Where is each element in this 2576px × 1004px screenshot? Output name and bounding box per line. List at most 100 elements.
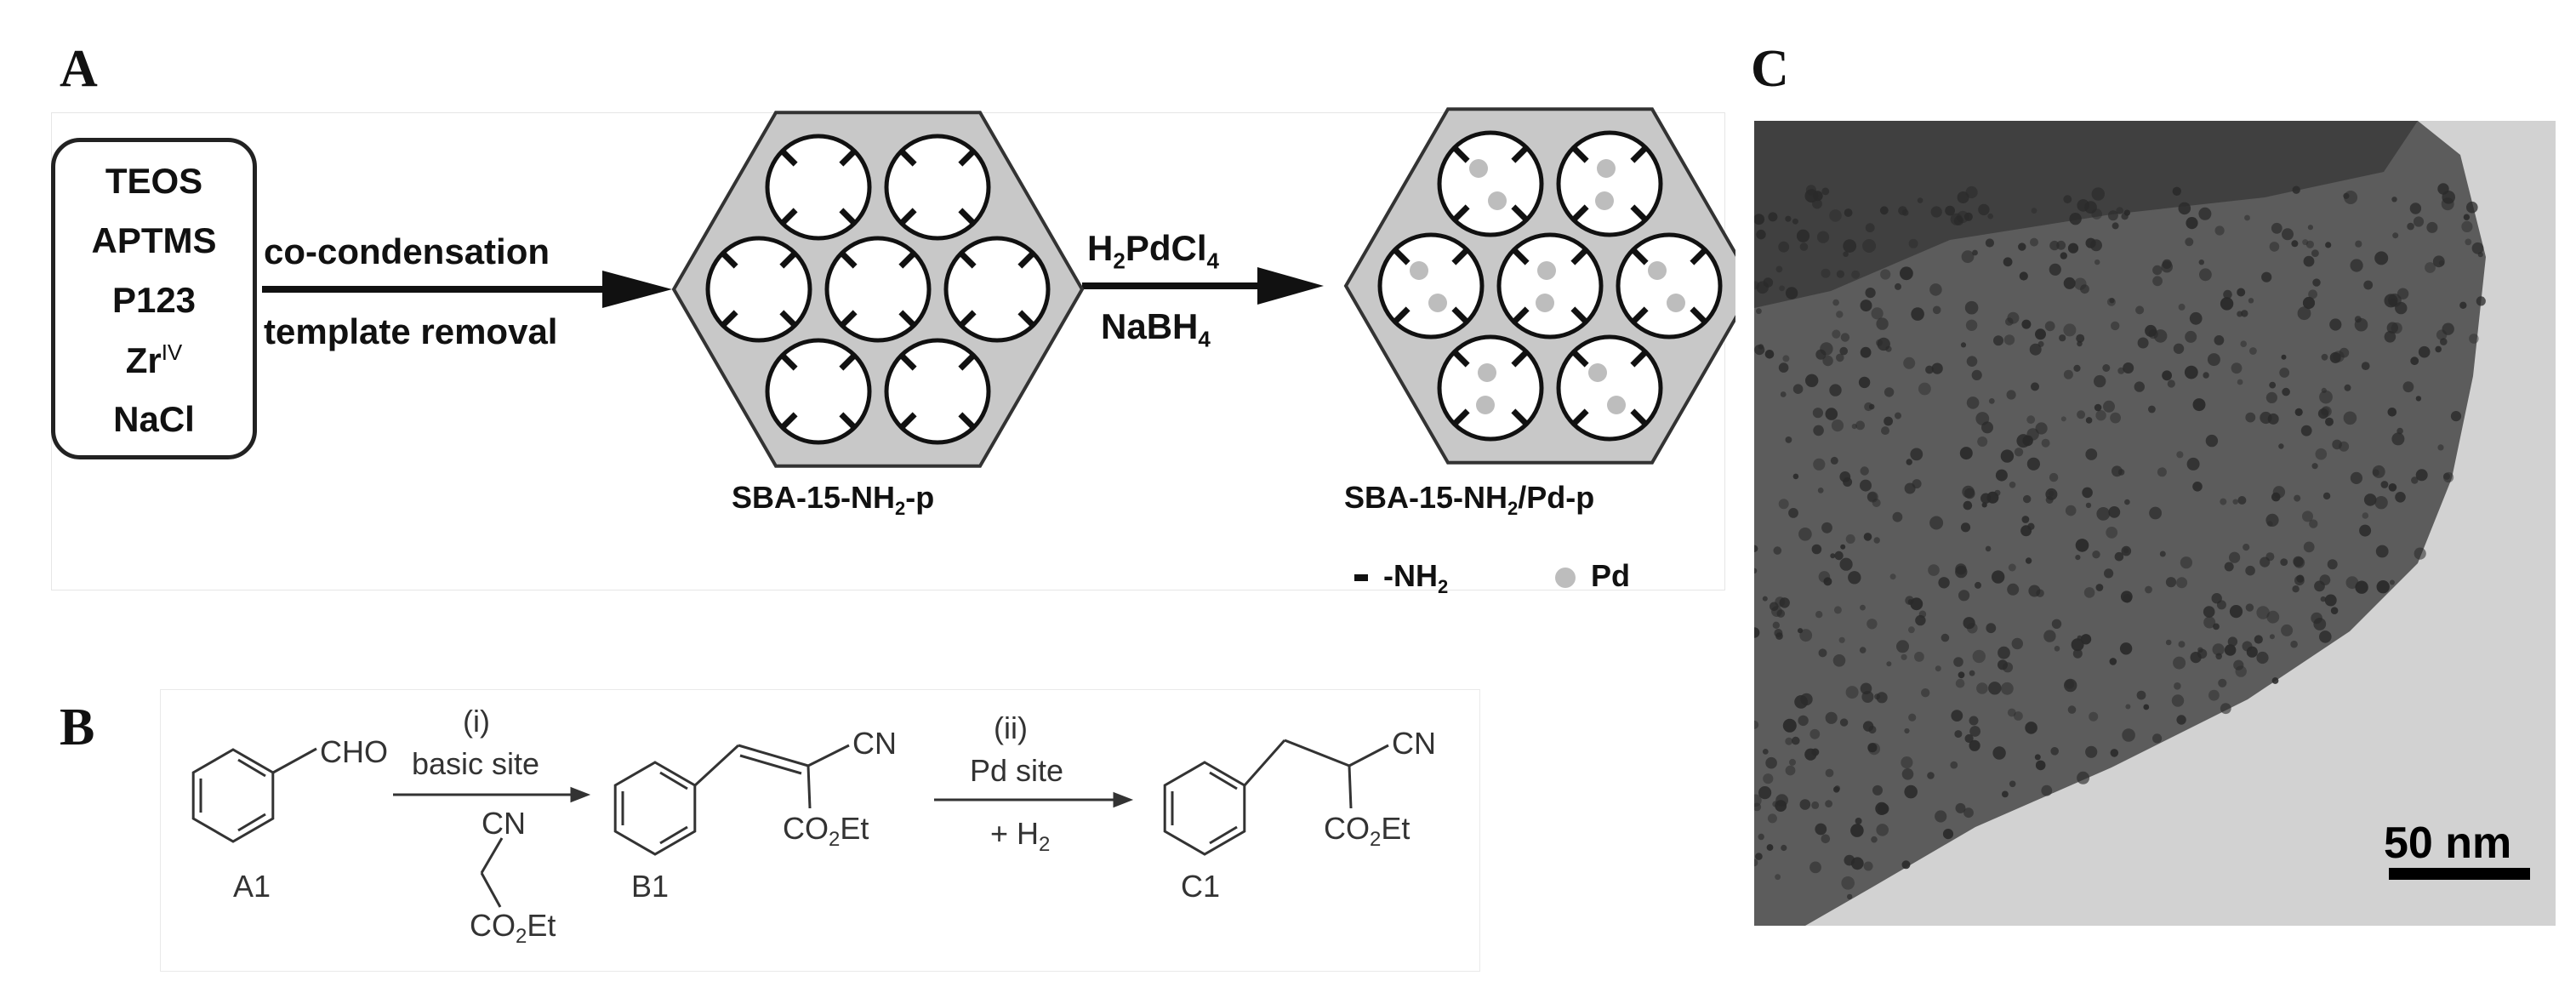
nanoparticle (2233, 659, 2244, 670)
nanoparticle (2075, 539, 2089, 552)
nanoparticle (2085, 448, 2098, 460)
nanoparticle (2082, 487, 2093, 499)
pd-particle (1537, 261, 1556, 280)
nanoparticle (2063, 195, 2072, 204)
nanoparticle (2425, 262, 2436, 273)
nh2-group (1451, 306, 1468, 323)
nanoparticle (2185, 237, 2194, 247)
nanoparticle (1957, 210, 1969, 224)
nanoparticle (1985, 545, 1992, 552)
nanoparticle (1863, 861, 1873, 871)
nanoparticle (1818, 648, 1827, 658)
c1-label: C1 (1181, 869, 1220, 904)
nanoparticle (2107, 210, 2118, 221)
nanoparticle (2034, 754, 2041, 761)
nanoparticle (1860, 682, 1872, 695)
nanoparticle (1963, 807, 1974, 819)
nanoparticle (2256, 651, 2269, 665)
nanoparticle (2094, 374, 2106, 388)
nanoparticle (2281, 624, 2294, 636)
nanoparticle (1955, 802, 1966, 813)
nanoparticle (1792, 384, 1804, 395)
nanoparticle (2094, 259, 2100, 265)
nanoparticle (1961, 250, 1975, 264)
nanoparticle (1780, 391, 1787, 397)
nanoparticle (1798, 628, 1804, 634)
nanoparticle (1862, 239, 1877, 253)
nh2-group (1017, 310, 1034, 327)
nanoparticle (1951, 710, 1963, 722)
nanoparticle (2021, 516, 2030, 523)
nanoparticle (2122, 728, 2135, 742)
nanoparticle (2235, 665, 2247, 677)
nanoparticle (1822, 355, 1833, 367)
nanoparticle (2083, 587, 2095, 598)
nh2-group (958, 354, 975, 371)
nanoparticle (1906, 459, 1912, 465)
nh2-group (1570, 306, 1587, 323)
panel-label-b: B (60, 699, 95, 756)
nanoparticle (1768, 212, 1778, 222)
nanoparticle (2411, 476, 2419, 484)
nanoparticle (2407, 222, 2414, 231)
nanoparticle (2171, 694, 2185, 707)
nanoparticle (2374, 251, 2389, 265)
nanoparticle (2084, 201, 2097, 214)
nanoparticle (1844, 854, 1855, 866)
nanoparticle (1792, 736, 1800, 745)
pore (1496, 232, 1604, 339)
nanoparticle (2216, 600, 2226, 610)
nanoparticle (1829, 209, 1842, 222)
nanoparticle (2461, 220, 2473, 232)
nanoparticle (1778, 241, 1790, 253)
nanoparticle (2229, 605, 2243, 619)
nanoparticle (2410, 357, 2419, 366)
legend-pd: Pd (1555, 558, 1630, 594)
nanoparticle (2267, 521, 2273, 527)
nanoparticle (1821, 268, 1831, 278)
arrow2-top-label: H2PdCl4 (1087, 228, 1219, 274)
nanoparticle (2135, 305, 2145, 315)
nanoparticle (2036, 589, 2044, 597)
nanoparticle (2121, 213, 2129, 220)
nanoparticle (1836, 270, 1844, 278)
nanoparticle (1903, 357, 1916, 369)
nanoparticle (2198, 260, 2204, 265)
nanoparticle (1867, 743, 1881, 756)
nanoparticle (1976, 682, 1988, 694)
nh2-group (900, 412, 917, 429)
nanoparticle (2237, 496, 2247, 505)
step2-h2: + H2 (990, 816, 1050, 856)
nanoparticle (2026, 415, 2036, 425)
nanoparticle (1965, 319, 1978, 331)
nanoparticle (1954, 730, 1963, 739)
nanoparticle (1805, 374, 1819, 387)
nanoparticle (1755, 853, 1763, 860)
nanoparticle (2215, 653, 2222, 660)
nanoparticle (2294, 408, 2303, 416)
nh2-group (721, 252, 738, 269)
nanoparticle (1895, 412, 1901, 419)
nanoparticle (1895, 282, 1901, 290)
nanoparticle (2350, 471, 2362, 484)
nanoparticle (1818, 571, 1831, 583)
panel-b-frame (160, 689, 1480, 972)
nanoparticle (1789, 758, 1796, 766)
nanoparticle (2396, 427, 2403, 435)
nanoparticle (2214, 335, 2225, 345)
nanoparticle (1863, 533, 1872, 541)
nanoparticle (2302, 511, 2313, 522)
nanoparticle (2104, 568, 2114, 579)
pore (1377, 232, 1485, 339)
pd-particle (1667, 294, 1685, 312)
nanoparticle (1815, 611, 1823, 619)
nanoparticle (2174, 682, 2181, 690)
nanoparticle (1992, 570, 2005, 584)
nanoparticle (2152, 265, 2163, 276)
nanoparticle (2007, 708, 2016, 717)
benzene-b1 (613, 761, 697, 856)
pd-particle (1488, 191, 1507, 210)
nanoparticle (2345, 576, 2359, 590)
nanoparticle (1855, 818, 1862, 824)
nh2-group (900, 150, 917, 167)
